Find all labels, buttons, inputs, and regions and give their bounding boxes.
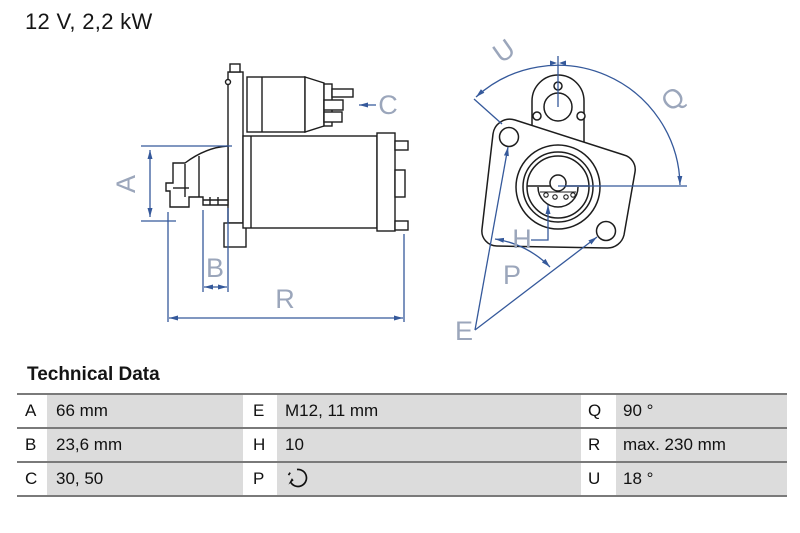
param-value bbox=[277, 463, 581, 495]
param-key: U bbox=[581, 463, 616, 495]
bracket-small-hole-right bbox=[576, 111, 586, 121]
technical-data-heading: Technical Data bbox=[27, 364, 160, 385]
param-key: E bbox=[243, 395, 277, 427]
solenoid-taper bbox=[304, 76, 325, 133]
param-value: M12, 11 mm bbox=[277, 395, 581, 427]
param-key: C bbox=[17, 463, 47, 495]
rotation-direction-icon bbox=[287, 468, 308, 488]
dim-label-R: R bbox=[275, 284, 295, 314]
param-key: A bbox=[17, 395, 47, 427]
drive-end-housing bbox=[165, 145, 229, 208]
side-view bbox=[165, 63, 409, 248]
dim-E-line-1 bbox=[474, 146, 509, 331]
end-cap-tab-bottom bbox=[394, 220, 409, 231]
dim-P-arc bbox=[494, 237, 551, 268]
dim-label-Q: Q bbox=[655, 81, 690, 117]
param-key: Q bbox=[581, 395, 616, 427]
param-value: 66 mm bbox=[47, 395, 243, 427]
solenoid-body bbox=[246, 76, 306, 133]
end-cap-tab-top bbox=[394, 140, 409, 151]
dim-label-P: P bbox=[503, 260, 521, 290]
bolt-hole-top-left bbox=[498, 126, 520, 148]
dim-U-radial-line bbox=[473, 98, 503, 125]
terminal-stud bbox=[331, 88, 354, 98]
gear-tooth-c bbox=[563, 194, 569, 200]
gear-tooth-b bbox=[552, 194, 558, 200]
plate-foot bbox=[223, 222, 247, 248]
front-view-dimensions bbox=[473, 56, 687, 331]
plate-top-lug bbox=[229, 63, 241, 73]
dim-E-line-2 bbox=[474, 236, 598, 331]
gear-tooth-a bbox=[543, 192, 549, 198]
dim-label-H: H bbox=[512, 224, 532, 254]
shaft-circle bbox=[549, 174, 567, 192]
table-row: A 66 mm E M12, 11 mm Q 90 ° bbox=[17, 395, 787, 429]
param-key: H bbox=[243, 429, 277, 461]
param-value: max. 230 mm bbox=[616, 429, 787, 461]
dim-H-leader bbox=[531, 205, 551, 241]
dim-label-C: C bbox=[378, 90, 398, 120]
param-value: 23,6 mm bbox=[47, 429, 243, 461]
param-value: 10 bbox=[277, 429, 581, 461]
dim-label-B: B bbox=[206, 253, 224, 283]
param-key: R bbox=[581, 429, 616, 461]
gear-tooth-d bbox=[570, 192, 576, 198]
bolt-hole-bottom-right bbox=[595, 220, 617, 242]
terminal-block-1 bbox=[323, 99, 344, 111]
dim-label-U: U bbox=[487, 33, 520, 69]
table-row: C 30, 50 P U 18 ° bbox=[17, 463, 787, 497]
table-row: B 23,6 mm H 10 R max. 230 mm bbox=[17, 429, 787, 463]
end-cap bbox=[376, 132, 396, 232]
mounting-plate bbox=[227, 71, 244, 224]
dim-QU-arc bbox=[475, 64, 683, 186]
dim-label-A: A bbox=[111, 175, 141, 193]
param-key: P bbox=[243, 463, 277, 495]
terminal-block-2 bbox=[323, 111, 343, 123]
dim-Q-tick-right bbox=[559, 60, 566, 66]
starter-motor-drawing: A B C R U Q P H E bbox=[111, 33, 691, 346]
plate-pin bbox=[224, 78, 232, 86]
param-value: 30, 50 bbox=[47, 463, 243, 495]
param-value: 90 ° bbox=[616, 395, 787, 427]
side-view-dimensions bbox=[141, 102, 405, 322]
product-spec-title: 12 V, 2,2 kW bbox=[25, 9, 153, 34]
motor-body bbox=[242, 135, 378, 229]
dim-label-E: E bbox=[455, 316, 473, 346]
end-cap-boss bbox=[394, 169, 406, 198]
dim-U-tick-left bbox=[550, 60, 557, 66]
param-value: 18 ° bbox=[616, 463, 787, 495]
param-key: B bbox=[17, 429, 47, 461]
bracket-small-hole-left bbox=[532, 111, 542, 121]
technical-data-table: A 66 mm E M12, 11 mm Q 90 ° B 23,6 mm H … bbox=[17, 393, 787, 497]
